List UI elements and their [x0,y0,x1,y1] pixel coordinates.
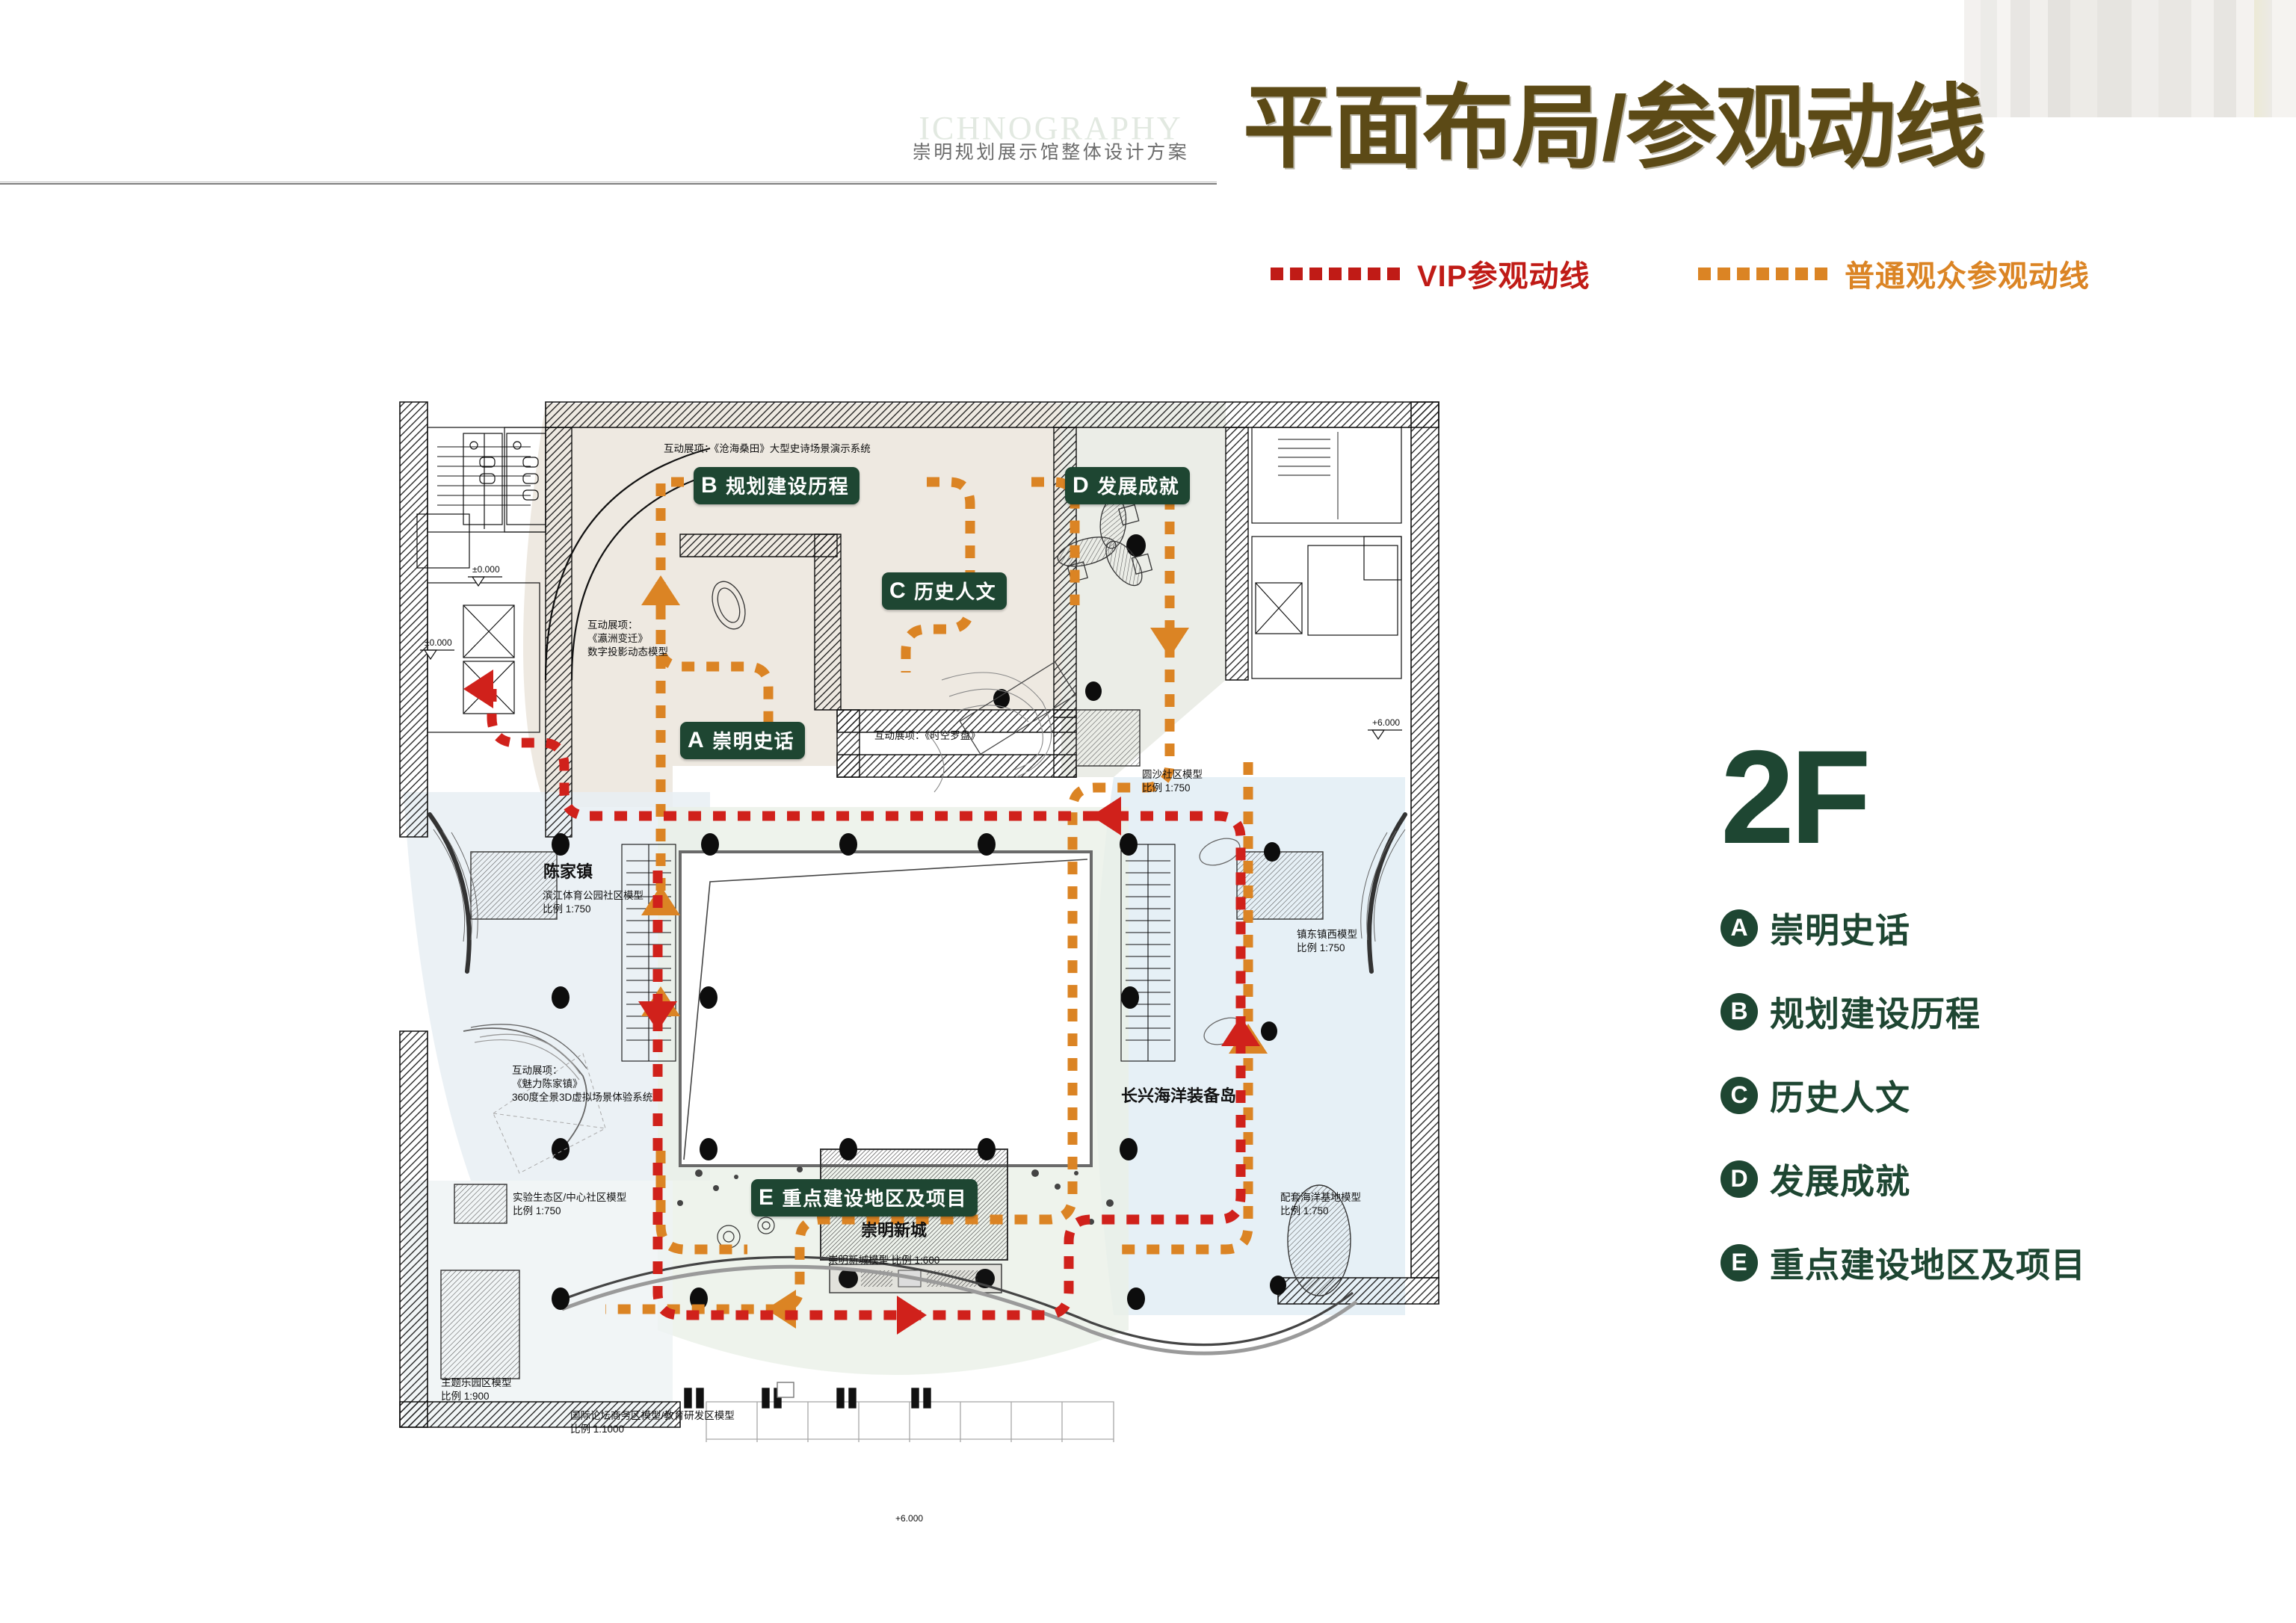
floor-number: 2F [1721,723,1871,871]
zone-label-e: 重点建设地区及项目 [782,1187,968,1210]
vip-route-arrowheads [463,670,1260,1335]
circle-letter-b-icon: B [1721,992,1758,1030]
annotation-exhibit-yingzhou: 互动展项： 《瀛洲变迁》 数字投影动态模型 [587,619,668,658]
annotation-model-binjiang: 滨江体育公园社区模型 比例 1:750 [543,890,644,915]
annotation-model-ocean-base: 配套海洋基地模型 比例 1:750 [1280,1192,1361,1217]
zone-badge-b[interactable]: B 规划建设历程 [694,467,860,504]
legend-label-public: 普通观众参观动线 [1844,260,2090,293]
zone-letter-d: D [1073,472,1090,498]
zone-label-a: 崇明史话 [712,730,795,752]
annotation-chongming-newtown-model: 崇明新城模型 比例 1:600 [828,1255,940,1266]
zone-badge-e[interactable]: E 重点建设地区及项目 [751,1179,978,1217]
legend-item-vip-route: VIP参观动线 [1271,251,1590,296]
annotation-elevation-zero-b: ±0.000 [425,637,452,648]
floor-plan-drawing [399,401,1439,1442]
circle-letter-d-icon: D [1721,1160,1758,1198]
service-core-northeast [1251,427,1402,679]
sidebar-item-label: 重点建设地区及项目 [1770,1245,2086,1285]
sidebar-item-e[interactable]: E 重点建设地区及项目 [1721,1238,2244,1287]
annotation-exhibit-compass: 互动展项：《时空罗盘》 [874,730,981,741]
legend-label-vip: VIP参观动线 [1417,260,1590,293]
zone-label-b: 规划建设历程 [726,475,850,498]
structural-walls [399,401,1439,1428]
annotation-island-changxing: 长兴海洋装备岛 [1121,1086,1237,1105]
zone-letter-c: C [889,578,907,603]
exhibit-installations [433,497,1406,1249]
sidebar-item-d[interactable]: D 发展成就 [1721,1154,2244,1204]
sidebar-item-label: 崇明史话 [1770,910,1910,950]
eyebrow-english: ICHNOGRAPHY [919,110,1183,146]
annotation-model-zhendong-zhenxi: 镇东镇西模型 比例 1:750 [1297,929,1357,954]
route-legend: VIP参观动线 普通观众参观动线 [1271,251,2090,296]
sidebar-item-a[interactable]: A 崇明史话 [1721,903,2244,953]
escalator-right [1120,844,1176,1062]
annotation-town-chenjiazhen: 陈家镇 [543,862,593,881]
sidebar-item-b[interactable]: B 规划建设历程 [1721,987,2244,1036]
dashed-line-icon [1271,267,1407,280]
annotation-elevation-six-right: +6.000 [1372,717,1401,728]
annotation-model-yuansha: 圆沙社区模型 比例 1:750 [1142,769,1203,794]
sidebar-item-c[interactable]: C 历史人文 [1721,1071,2244,1120]
circle-letter-e-icon: E [1721,1243,1758,1282]
annotation-model-eco-center: 实验生态区/中心社区模型 比例 1:750 [513,1192,627,1217]
zone-badge-c[interactable]: C 历史人文 [882,572,1007,610]
zone-letter-a: A [688,727,706,752]
sidebar-item-label: 历史人文 [1770,1078,1910,1117]
structural-columns [552,534,1286,1310]
floor-plan: 互动展项：《沧海桑田》大型史诗场景演示系统 互动展项： 《瀛洲变迁》 数字投影动… [359,359,1480,1524]
dashed-line-icon [1697,267,1834,280]
slide-header: ICHNOGRAPHY 崇明规划展示馆整体设计方案 平面布局/参观动线 [0,0,2296,224]
annotation-model-forum-edu: 国际论坛商务区模型/教育研发区模型 比例 1:1000 [570,1410,735,1435]
plaza-furniture [684,1382,931,1409]
annotation-exhibit-canghai: 互动展项：《沧海桑田》大型史诗场景演示系统 [664,443,871,454]
sidebar-item-label: 发展成就 [1770,1161,1910,1201]
eyebrow-block: ICHNOGRAPHY 崇明规划展示馆整体设计方案 [894,112,1208,165]
zone-letter-e: E [759,1184,775,1210]
annotation-elevation-six-bottom: +6.000 [895,1513,924,1524]
eyebrow-chinese: 崇明规划展示馆整体设计方案 [912,142,1190,163]
annotation-model-theme-park: 主题乐园区模型 比例 1:900 [441,1377,512,1403]
header-divider [0,182,1217,185]
floor-sidebar: 2F A 崇明史话 B 规划建设历程 C 历史人文 D 发展成就 E 重点建设地… [1721,723,2244,1322]
legend-item-public-route: 普通观众参观动线 [1697,251,2090,296]
elevation-markers [420,576,1402,741]
corner-stripe-decoration [1958,0,2296,117]
sidebar-item-label: 规划建设历程 [1770,994,1981,1033]
circle-letter-c-icon: C [1721,1076,1758,1114]
zone-badge-a[interactable]: A 崇明史话 [680,722,806,759]
central-atrium [679,850,1093,1167]
annotation-chongming-newtown-title: 崇明新城 [861,1221,928,1240]
page-title: 平面布局/参观动线 [1243,77,1986,179]
entrance-plaza-grid [706,1401,1114,1442]
zone-label-c: 历史人文 [914,581,997,603]
circle-letter-a-icon: A [1721,909,1758,947]
zone-label-d: 发展成就 [1097,475,1180,498]
zone-badge-d[interactable]: D 发展成就 [1065,467,1191,504]
annotation-elevation-zero-a: ±0.000 [472,564,500,575]
annotation-exhibit-chenjiazhen-3d: 互动展项： 《魅力陈家镇》 360度全景3D虚拟场景体验系统 [512,1065,653,1104]
zone-letter-b: B [701,472,719,498]
curved-feature-walls [428,812,1407,1355]
